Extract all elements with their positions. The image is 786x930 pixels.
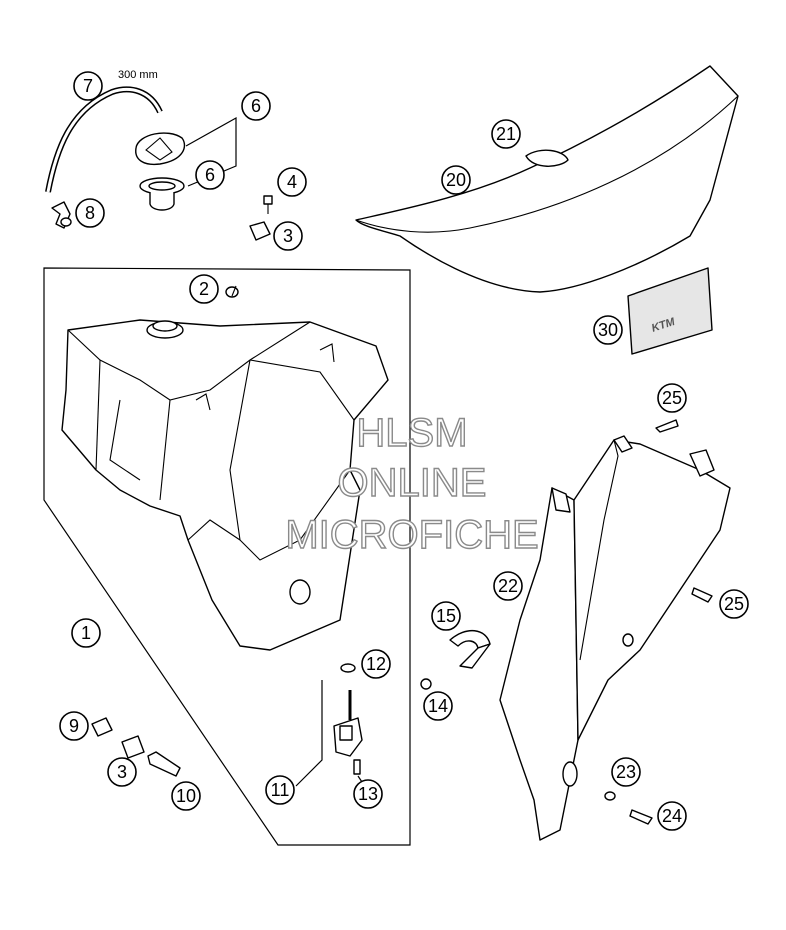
svg-text:12: 12 — [366, 654, 386, 674]
callout-15: 15 — [431, 601, 461, 631]
screw-24 — [629, 809, 653, 825]
spacer-3-bottom — [121, 735, 145, 759]
svg-text:9: 9 — [69, 716, 79, 736]
svg-text:HLSM: HLSM — [356, 411, 467, 455]
bolt-4 — [263, 195, 273, 214]
callout-25-side: 25 — [719, 589, 749, 619]
svg-text:23: 23 — [616, 762, 636, 782]
bolt-9 — [91, 717, 113, 737]
svg-text:22: 22 — [498, 576, 518, 596]
seat — [355, 65, 739, 293]
watermark: HLSM ONLINE MICROFICHE — [285, 410, 540, 557]
callout-1: 1 — [71, 618, 101, 648]
seat-decal: KTM — [627, 267, 713, 355]
svg-text:25: 25 — [724, 594, 744, 614]
callout-9: 9 — [59, 711, 89, 741]
svg-text:8: 8 — [85, 203, 95, 223]
callout-3-top: 3 — [273, 221, 303, 251]
tank-assembly-bracket — [43, 267, 411, 846]
screw-25-top — [655, 419, 679, 433]
fuel-cap — [135, 132, 186, 211]
screw-25-side — [691, 587, 713, 603]
callout-23: 23 — [611, 757, 641, 787]
svg-text:3: 3 — [117, 762, 127, 782]
svg-text:6: 6 — [251, 96, 261, 116]
svg-text:2: 2 — [199, 279, 209, 299]
clip-14 — [420, 678, 432, 690]
side-cover — [499, 435, 731, 841]
callout-13: 13 — [353, 779, 383, 809]
spacer-3-top — [249, 221, 271, 241]
svg-text:7: 7 — [83, 76, 93, 96]
svg-text:ONLINE: ONLINE — [338, 461, 487, 505]
svg-text:MICROFICHE: MICROFICHE — [285, 513, 538, 557]
svg-text:4: 4 — [287, 172, 297, 192]
callout-20: 20 — [441, 165, 471, 195]
hose-length-label: 300 mm — [118, 69, 158, 81]
callout-7: 7 — [73, 71, 103, 101]
callout-10: 10 — [171, 781, 201, 811]
svg-text:14: 14 — [428, 696, 448, 716]
callout-22: 22 — [493, 571, 523, 601]
bolt-10 — [147, 751, 181, 777]
svg-text:25: 25 — [662, 388, 682, 408]
callout-6: 6 — [195, 160, 225, 190]
screw-2 — [225, 285, 239, 298]
fuel-tank — [61, 319, 389, 651]
callout-12: 12 — [361, 649, 391, 679]
callout-2: 2 — [189, 274, 219, 304]
svg-text:10: 10 — [176, 786, 196, 806]
tap-leader — [295, 680, 323, 787]
hose-fitting — [51, 201, 72, 229]
callout-14: 14 — [423, 691, 453, 721]
hose-15 — [449, 630, 491, 669]
callout-21: 21 — [491, 119, 521, 149]
svg-text:21: 21 — [496, 124, 516, 144]
svg-text:11: 11 — [271, 780, 290, 800]
svg-text:3: 3 — [283, 226, 293, 246]
svg-text:6: 6 — [205, 165, 215, 185]
washer-23 — [604, 791, 616, 801]
svg-text:15: 15 — [436, 606, 456, 626]
callout-25-top: 25 — [657, 383, 687, 413]
callout-11: 11 — [265, 775, 295, 805]
callout-4: 4 — [277, 167, 307, 197]
svg-text:13: 13 — [358, 784, 378, 804]
fuel-tap — [333, 663, 363, 775]
svg-text:1: 1 — [81, 623, 91, 643]
callout-3-bottom: 3 — [107, 757, 137, 787]
callout-30: 30 — [593, 315, 623, 345]
svg-text:30: 30 — [598, 320, 618, 340]
callout-8: 8 — [75, 198, 105, 228]
callout-24: 24 — [657, 801, 687, 831]
svg-text:20: 20 — [446, 170, 466, 190]
svg-text:24: 24 — [662, 806, 682, 826]
fuel-hose-inner — [46, 88, 162, 193]
callout-5: 6 — [241, 91, 271, 121]
